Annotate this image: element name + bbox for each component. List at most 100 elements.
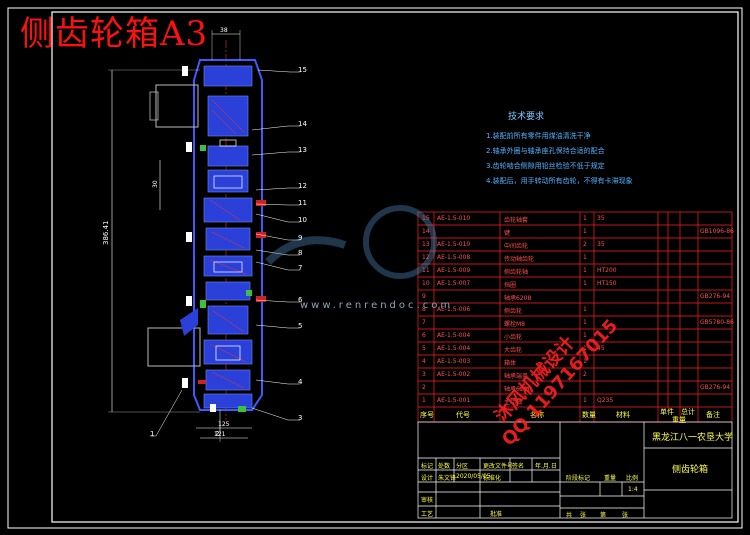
bom-cell: 1 bbox=[583, 228, 587, 235]
tech-heading: 技术要求 bbox=[508, 112, 545, 122]
bom-cell: 1 bbox=[583, 306, 587, 313]
bom-cell: 键 bbox=[504, 230, 511, 237]
callout-number: 3 bbox=[298, 414, 303, 422]
bom-cell: 4 bbox=[422, 358, 426, 365]
bom-cell: 15 bbox=[422, 215, 430, 222]
bom-cell: 齿轮轴套 bbox=[504, 217, 529, 224]
title-block bbox=[417, 421, 733, 519]
bom-cell: GB5780-86 bbox=[700, 319, 734, 326]
title-block-cell: 2020/05/05 bbox=[456, 473, 491, 480]
bom-cell: AE-1.5-006 bbox=[437, 306, 471, 313]
bom-cell: GB276-94 bbox=[700, 384, 731, 391]
title-block-cell: 工艺 bbox=[421, 511, 434, 518]
bom-cell: 箱体 bbox=[504, 360, 517, 367]
bom-cell: 12 bbox=[422, 254, 430, 261]
callout-number: 10 bbox=[298, 216, 307, 224]
title-block-cell: 张 bbox=[580, 512, 587, 519]
callout-number: 13 bbox=[298, 146, 307, 154]
dim-height: 386.41 bbox=[102, 221, 110, 246]
title-block-cell: 年.月.日 bbox=[535, 463, 557, 470]
bom-cell: HT200 bbox=[597, 267, 617, 274]
callout-number: 9 bbox=[298, 234, 303, 242]
callout-number: 12 bbox=[298, 182, 307, 190]
bom-cell: AE-1.5-009 bbox=[437, 267, 471, 274]
bom-cell: 1 bbox=[422, 397, 426, 404]
bom-cell: GB276-94 bbox=[700, 293, 731, 300]
title-block-cell: 签名 bbox=[512, 463, 525, 470]
title-block-cell: 阶段标记 bbox=[566, 475, 591, 482]
bom-header: 重量 bbox=[672, 416, 686, 424]
bom-cell: AE-1.5-004 bbox=[437, 332, 471, 339]
title-block-cell: 更改文件号 bbox=[483, 463, 514, 470]
bom-cell: 9 bbox=[422, 293, 426, 300]
bom-cell: AE-1.5-003 bbox=[437, 358, 471, 365]
bom-cell: 小齿轮 bbox=[504, 334, 523, 341]
bom-cell: GB1096-86 bbox=[700, 228, 734, 235]
bom-cell: 35 bbox=[597, 241, 605, 248]
bom-cell: 11 bbox=[422, 267, 430, 274]
dim-top: 38 bbox=[220, 27, 228, 34]
bom-cell: 10 bbox=[422, 280, 430, 287]
bom-header: 备注 bbox=[706, 411, 720, 419]
bom-header: 总计 bbox=[681, 408, 695, 416]
title-block-cell: 批准 bbox=[490, 511, 503, 518]
title-block-cell: 设计 bbox=[421, 475, 434, 482]
bom-cell: AE-1.5-010 bbox=[437, 215, 471, 222]
bom-cell: 35 bbox=[597, 215, 605, 222]
bom-cell: 1 bbox=[583, 397, 587, 404]
tech-item: 3.齿轮啮合侧隙用铅丝检验不低于规定 bbox=[486, 162, 605, 170]
title-block-cell: 1:4 bbox=[628, 486, 638, 493]
bom-cell: 2 bbox=[422, 384, 426, 391]
bom-cell: 2 bbox=[583, 371, 587, 378]
bom-cell: HT150 bbox=[597, 280, 617, 287]
bom-cell: 7 bbox=[422, 319, 426, 326]
sheet-title: 侧齿轮箱A3 bbox=[20, 14, 209, 54]
title-block-cell: 审核 bbox=[421, 497, 434, 504]
callout-number: 8 bbox=[298, 249, 303, 257]
bom-cell: 3 bbox=[422, 371, 426, 378]
bom-cell: 大齿轮 bbox=[504, 347, 523, 354]
callout-number: 5 bbox=[298, 322, 303, 330]
bom-cell: 轴承6210 bbox=[504, 386, 532, 393]
bom-cell: AE-1.5-010 bbox=[437, 241, 471, 248]
title-block-cell: 重量 bbox=[604, 475, 617, 482]
title-block-cell: 分区 bbox=[456, 463, 469, 470]
bom-cell: 中间齿轮 bbox=[504, 243, 529, 250]
bom-header: 单件 bbox=[660, 408, 674, 416]
bom-cell: 1 bbox=[583, 215, 587, 222]
bom-cell: 1 bbox=[583, 358, 587, 365]
technical-requirements: 技术要求 1.装配前所有零件用煤油清洗干净 2.轴承外圈与轴承座孔保持合适的配合… bbox=[486, 110, 686, 189]
bom-cell: AE-1.5-001 bbox=[437, 397, 471, 404]
bom-cell: 2 bbox=[583, 241, 587, 248]
dim-left: 30 bbox=[152, 180, 159, 188]
callout-number: 14 bbox=[298, 120, 307, 128]
callout-number: 4 bbox=[298, 378, 303, 386]
bom-cell: 挡圈 bbox=[504, 282, 517, 289]
bom-cell: Q235 bbox=[597, 397, 614, 404]
school-name: 黑龙江八一农垦大学 bbox=[652, 433, 734, 443]
bom-cell: 传动轴齿轮 bbox=[504, 256, 535, 263]
gearbox-assembly: 38 386.41 30 125 121 bbox=[102, 27, 300, 442]
bom-cell: 1 bbox=[583, 332, 587, 339]
drawing-name: 侧齿轮箱 bbox=[672, 465, 709, 475]
bom-cell: 轴承端盖 bbox=[504, 373, 529, 380]
tech-item: 2.轴承外圈与轴承座孔保持合适的配合 bbox=[486, 147, 605, 155]
bom-cell: 5 bbox=[422, 345, 426, 352]
bom-cell: 侧齿轮 bbox=[504, 308, 523, 315]
dim-bottom: 125 bbox=[218, 421, 230, 428]
bom-header: 数量 bbox=[582, 411, 596, 419]
bom-cell: 1 bbox=[583, 319, 587, 326]
title-block-cell: 比例 bbox=[626, 475, 639, 482]
title-block-cell: 朱文锋 bbox=[438, 475, 457, 482]
bom-cell: 13 bbox=[422, 241, 430, 248]
callout-number: 7 bbox=[298, 264, 303, 272]
watermark-url: www.renrendoc.com bbox=[300, 300, 454, 311]
bom-cell: AE-1.5-002 bbox=[437, 371, 471, 378]
bom-header: 材料 bbox=[616, 411, 630, 419]
bom-cell: 1 bbox=[583, 267, 587, 274]
callout-number: 11 bbox=[298, 199, 307, 207]
callout-number: 1 bbox=[150, 430, 155, 438]
bom-cell: AE-1.5-008 bbox=[437, 254, 471, 261]
bom-header: 代号 bbox=[456, 411, 470, 419]
